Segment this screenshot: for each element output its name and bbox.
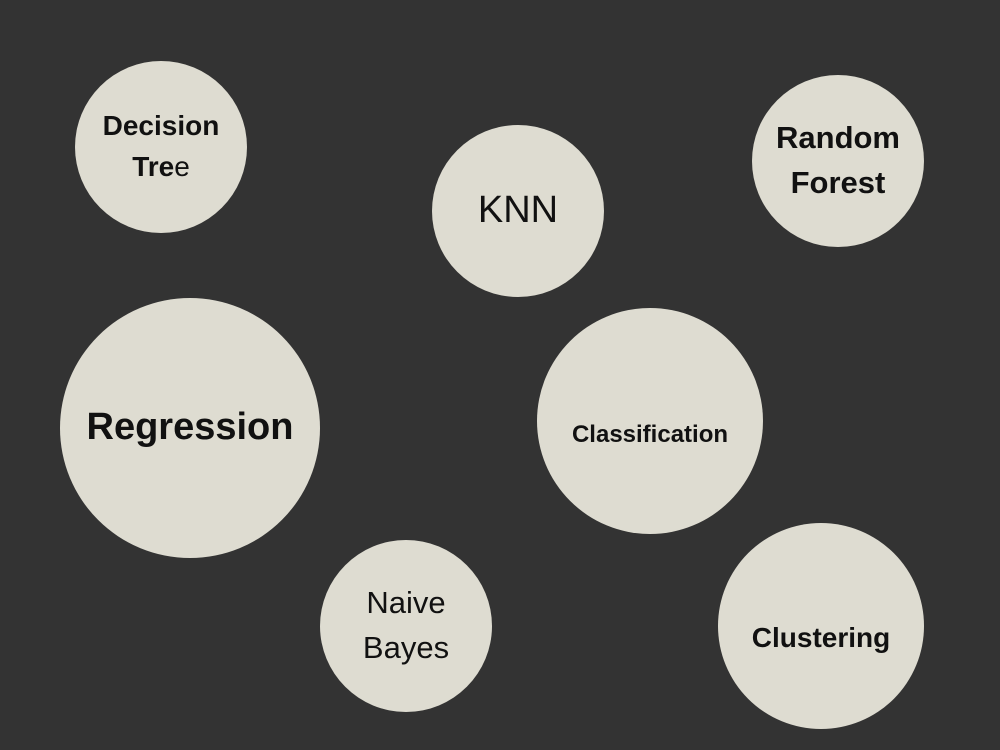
node-naive-bayes-line2: Bayes [362, 630, 450, 665]
node-clustering: Clustering [718, 523, 924, 729]
node-knn-label: KNN [477, 189, 559, 232]
node-decision-tree-line2-regular: e [174, 151, 190, 182]
node-naive-bayes: Naive Bayes [320, 540, 492, 712]
node-random-forest: Random Forest [752, 75, 924, 247]
node-regression: Regression [60, 298, 320, 558]
node-random-forest-line2: Forest [790, 165, 886, 200]
node-knn: KNN [432, 125, 604, 297]
node-decision-tree-line2-bold: Tre [132, 151, 175, 182]
node-regression-label: Regression [86, 406, 294, 449]
node-classification-label: Classification [571, 420, 729, 448]
node-decision-tree: Decision Tree [75, 61, 247, 233]
node-decision-tree-line1: Decision [102, 110, 220, 142]
node-clustering-label: Clustering [751, 621, 891, 653]
node-random-forest-line1: Random [776, 120, 900, 156]
node-naive-bayes-line1: Naive [366, 585, 446, 621]
node-classification: Classification [537, 308, 763, 534]
